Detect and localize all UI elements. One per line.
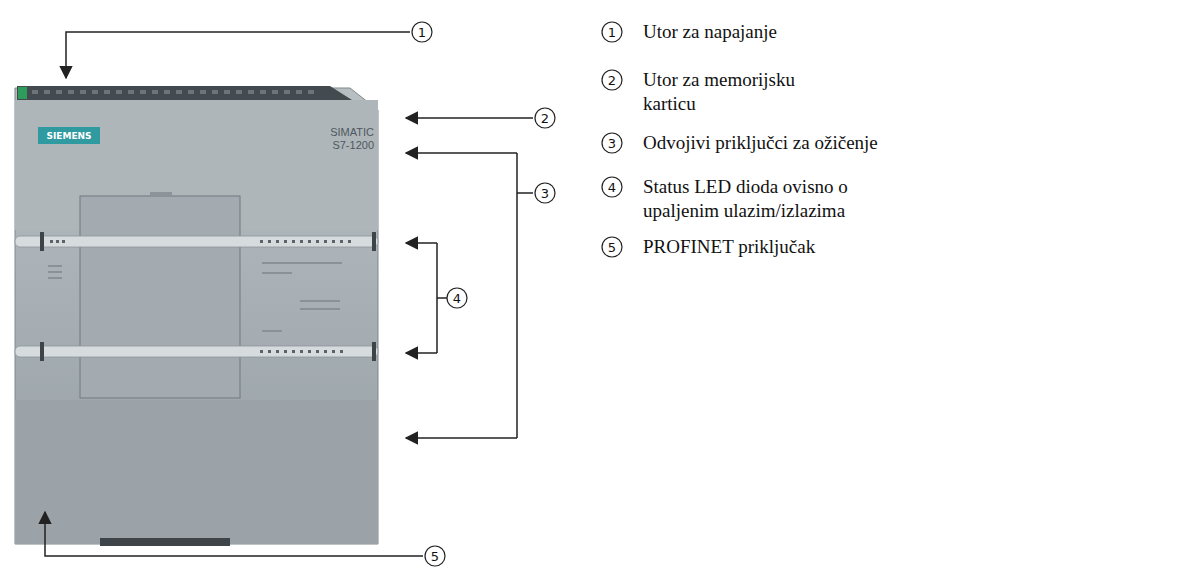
legend-number: 3 (608, 137, 616, 150)
callout-number: 2 (541, 112, 549, 125)
legend-number: 1 (608, 26, 616, 39)
callout-number: 5 (431, 550, 439, 563)
legend-text: Odvojivi priključci za ožičenje (643, 131, 878, 155)
callout-number: 1 (418, 26, 426, 39)
model-name: SIMATIC S7-1200 (318, 126, 374, 152)
legend-text: Utor za napajanje (643, 20, 777, 44)
legend-number: 5 (608, 241, 616, 254)
legend-number: 4 (608, 181, 616, 194)
legend-text: PROFINET priključak (643, 235, 815, 259)
callout-number: 4 (453, 292, 461, 305)
brand-logo: SIEMENS (46, 132, 91, 141)
legend-text: Status LED dioda ovisno o upaljenim ulaz… (643, 175, 888, 223)
callout-number: 3 (541, 187, 549, 200)
legend-text: Utor za memorijsku karticu (643, 68, 833, 116)
legend-number: 2 (608, 74, 616, 87)
